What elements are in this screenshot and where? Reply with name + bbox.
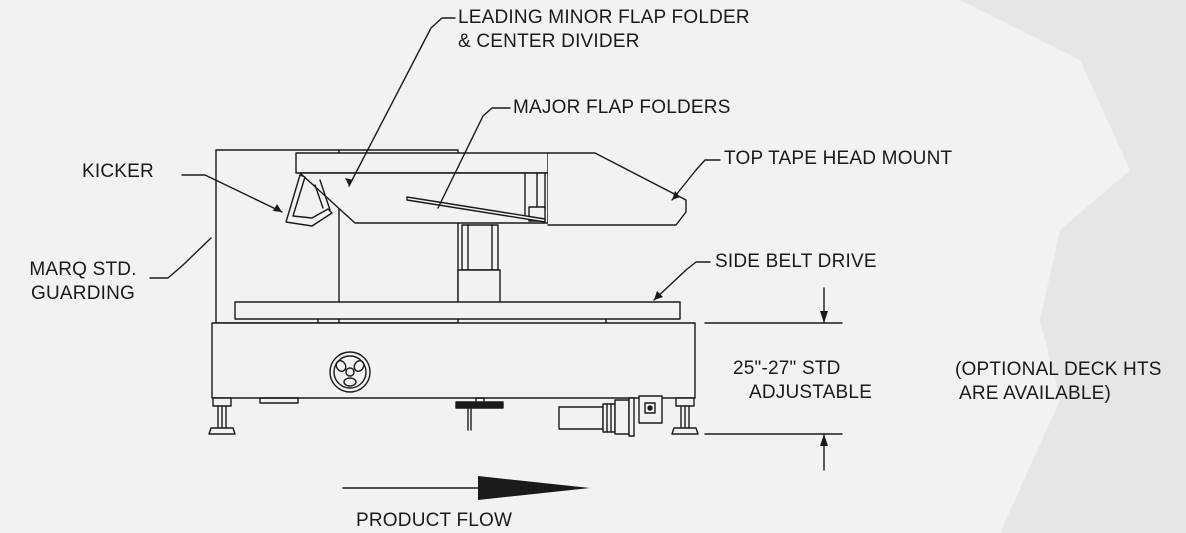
leveling-foot-left — [208, 397, 236, 435]
leading-minor-flap-folder — [285, 174, 333, 227]
optional-deck-heights-note: (OPTIONAL DECK HTS ARE AVAILABLE) — [955, 359, 1162, 404]
leader-lines — [149, 17, 721, 301]
product-flow-label: PRODUCT FLOW — [356, 510, 513, 531]
major-flap-folder — [406, 196, 546, 223]
product-flow-arrow — [342, 476, 590, 500]
leveling-foot-right — [671, 397, 699, 435]
machine-bed — [211, 322, 696, 399]
kicker-label: KICKER — [82, 161, 154, 182]
side-belt-drive — [234, 301, 681, 320]
major-flap-folders-label: MAJOR FLAP FOLDERS — [513, 97, 731, 118]
top-flap-assembly — [295, 152, 549, 224]
height-adjust-crank — [455, 397, 504, 431]
tape-head-column — [457, 224, 501, 304]
top-tape-head-mount-label: TOP TAPE HEAD MOUNT — [724, 148, 953, 169]
under-bed-bracket — [259, 397, 299, 404]
drive-motor — [558, 395, 663, 437]
height-range-label: 25"-27" STD ADJUSTABLE — [733, 358, 873, 403]
leading-minor-flap-label: LEADING MINOR FLAP FOLDER & CENTER DIVID… — [458, 7, 750, 52]
height-dimension-arrows — [820, 311, 828, 446]
top-tape-head-mount — [547, 152, 687, 226]
center-divider — [314, 179, 331, 211]
leader-arrowheads — [273, 178, 680, 300]
handwheel — [329, 351, 371, 393]
guarding-label: MARQ STD. GUARDING — [29, 259, 137, 304]
side-belt-drive-label: SIDE BELT DRIVE — [715, 251, 877, 272]
